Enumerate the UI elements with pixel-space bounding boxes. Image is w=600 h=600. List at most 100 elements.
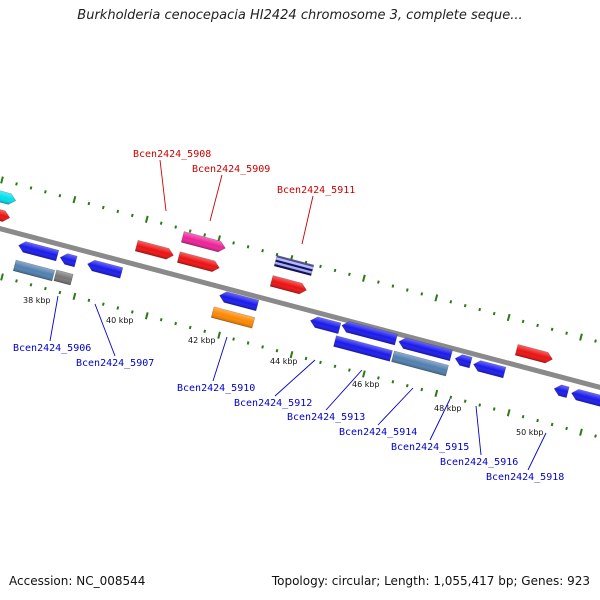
inner-minor-tick (130, 310, 134, 314)
red-feature[interactable] (269, 275, 308, 296)
outer-major-tick (362, 274, 366, 282)
gene-label[interactable]: Bcen2424_5906 (13, 343, 91, 354)
cds-feature[interactable] (309, 315, 342, 335)
inner-minor-tick (565, 426, 568, 431)
leader-line (159, 159, 167, 212)
outer-minor-tick (405, 288, 409, 292)
inner-major-tick (362, 370, 366, 378)
striped-feature[interactable] (273, 254, 315, 277)
gene-label[interactable]: Bcen2424_5909 (192, 164, 270, 175)
gene-label[interactable]: Bcen2424_5913 (287, 412, 365, 423)
steel-feature[interactable] (391, 350, 449, 377)
outer-minor-tick (550, 327, 554, 332)
outer-major-tick (506, 313, 511, 322)
inner-major-tick (0, 273, 4, 281)
inner-minor-tick (246, 341, 250, 345)
red-feature[interactable] (176, 251, 220, 273)
accession-label: Accession: NC_008544 (9, 574, 146, 588)
outer-minor-tick (391, 284, 395, 288)
kbp-label: 48 kbp (434, 404, 462, 413)
inner-minor-tick (405, 383, 409, 388)
inner-minor-tick (116, 306, 120, 310)
inner-minor-tick (391, 380, 395, 384)
steel-feature[interactable] (12, 259, 56, 282)
inner-minor-tick (232, 337, 235, 341)
inner-minor-tick (550, 422, 554, 427)
inner-minor-tick (521, 414, 525, 419)
pink-feature[interactable] (180, 231, 226, 254)
cds-feature[interactable] (397, 336, 453, 362)
outer-minor-tick (58, 193, 62, 198)
outer-minor-tick (174, 225, 178, 229)
inner-major-tick (579, 428, 583, 436)
outer-minor-tick (492, 311, 496, 316)
gray-feature[interactable] (53, 269, 74, 286)
kbp-label: 50 kbp (516, 428, 544, 437)
inner-major-tick (434, 389, 439, 398)
kbp-label: 44 kbp (270, 357, 298, 366)
inner-tick-ring (0, 273, 597, 438)
cds-feature[interactable] (17, 240, 60, 262)
orange-feature[interactable] (210, 306, 256, 329)
outer-tick-ring (0, 176, 597, 343)
outer-minor-tick (232, 241, 235, 245)
cds-feature[interactable] (341, 320, 398, 346)
cds-feature[interactable] (472, 359, 507, 379)
inner-minor-tick (348, 368, 351, 372)
outer-minor-tick (261, 248, 264, 253)
gene-label[interactable]: Bcen2424_5916 (440, 457, 518, 468)
inner-minor-tick (377, 376, 380, 380)
outer-major-tick (579, 333, 583, 341)
leader-line (274, 359, 316, 397)
outer-minor-tick (449, 300, 453, 304)
gene-label[interactable]: Bcen2424_5910 (177, 383, 255, 394)
cds-feature[interactable] (59, 252, 78, 268)
outer-minor-tick (116, 209, 120, 214)
gene-label[interactable]: Bcen2424_5915 (391, 442, 469, 453)
leader-line (301, 195, 314, 245)
kbp-label: 42 kbp (188, 336, 216, 345)
inner-minor-tick (594, 434, 597, 438)
red-feature[interactable] (514, 344, 554, 364)
cds-feature[interactable] (454, 353, 473, 369)
gene-features (0, 188, 600, 408)
summary-label: Topology: circular; Length: 1,055,417 bp… (271, 574, 590, 588)
gene-label[interactable]: Bcen2424_5918 (486, 472, 564, 483)
cyan-feature[interactable] (0, 188, 17, 206)
outer-minor-tick (101, 205, 105, 210)
inner-major-tick (72, 292, 77, 301)
inner-minor-tick (536, 418, 539, 423)
inner-minor-tick (463, 399, 467, 403)
leader-line (527, 432, 547, 471)
gene-label[interactable]: Bcen2424_5908 (133, 149, 211, 160)
outer-minor-tick (521, 319, 525, 324)
outer-major-tick (72, 195, 77, 204)
outer-minor-tick (377, 280, 380, 284)
gene-label[interactable]: Bcen2424_5914 (339, 427, 417, 438)
outer-minor-tick (478, 307, 482, 312)
inner-minor-tick (333, 364, 337, 369)
kbp-label: 46 kbp (352, 380, 380, 389)
outer-minor-tick (87, 201, 91, 206)
cds-feature[interactable] (218, 290, 260, 312)
outer-minor-tick (159, 221, 163, 225)
inner-minor-tick (319, 360, 322, 365)
inner-major-tick (506, 409, 511, 417)
cds-feature[interactable] (553, 383, 570, 398)
cds-feature[interactable] (570, 388, 600, 408)
gene-label[interactable]: Bcen2424_5911 (277, 185, 355, 196)
inner-minor-tick (275, 348, 279, 353)
outer-minor-tick (565, 331, 568, 335)
inner-minor-tick (420, 387, 424, 392)
gene-label[interactable]: Bcen2424_5912 (234, 398, 312, 409)
leader-line (209, 174, 223, 222)
inner-minor-tick (87, 298, 91, 303)
outer-major-tick (434, 294, 439, 302)
cds-feature[interactable] (333, 335, 393, 362)
cds-feature[interactable] (86, 259, 124, 279)
red-feature[interactable] (134, 239, 175, 260)
gene-label[interactable]: Bcen2424_5907 (76, 358, 154, 369)
inner-minor-tick (449, 395, 453, 400)
red-feature[interactable] (0, 207, 11, 223)
kbp-label: 40 kbp (106, 316, 134, 325)
